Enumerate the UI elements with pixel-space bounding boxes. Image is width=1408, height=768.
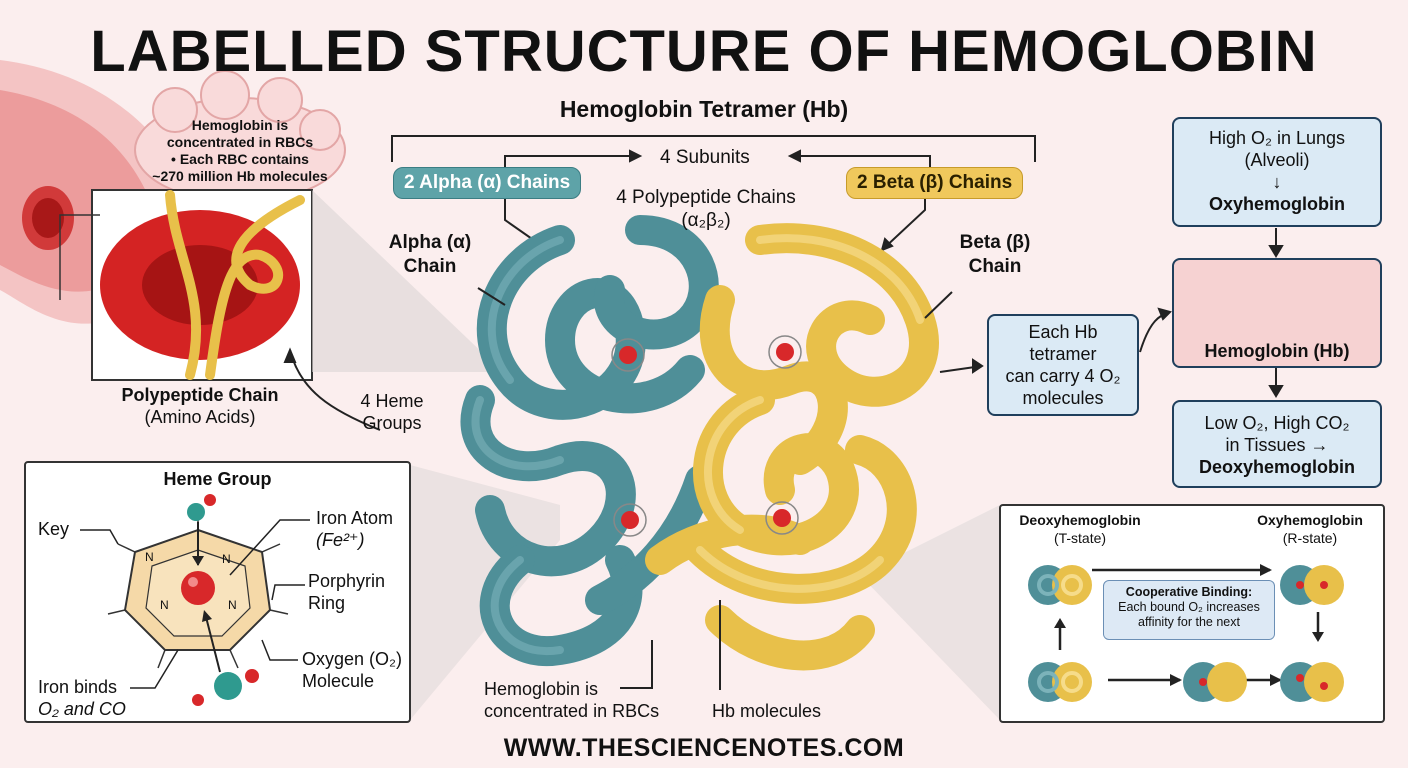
oxyhemoglobin-label: Oxyhemoglobin — [1208, 194, 1345, 214]
rbc-inset — [59, 189, 313, 381]
beta-chain-label-line2: Chain — [968, 256, 1022, 277]
polypeptide-chains-label: 4 Polypeptide Chains — [616, 187, 796, 208]
tissues-box: Low O₂, High CO₂ in Tissues → Deoxyhemog… — [1172, 400, 1382, 488]
amino-acids-label: (Amino Acids) — [144, 407, 256, 427]
lungs-box: High O₂ in Lungs (Alveoli) ↓ Oxyhemoglob… — [1172, 117, 1382, 227]
rbc-note-line1: Hemoglobin is — [191, 117, 289, 133]
carry-line4: molecules — [1022, 388, 1104, 408]
projection-shade — [312, 190, 490, 372]
arrow-down-icon: ↓ — [1272, 172, 1282, 192]
hemoglobin-hb-label: Hemoglobin (Hb) — [1204, 341, 1350, 361]
lungs-line1: High O₂ in Lungs — [1208, 128, 1346, 148]
porphyrin-label-line2: Ring — [308, 593, 346, 613]
lungs-line2: (Alveoli) — [1244, 150, 1310, 170]
carry-line3: can carry 4 O₂ — [1005, 366, 1121, 386]
hb-molecules-label: Hb molecules — [712, 701, 822, 721]
bottom-rbc-label-line1: Hemoglobin is — [484, 679, 599, 699]
beta-chains-pill: 2 Beta (β) Chains — [846, 167, 1024, 199]
heme-groups-label-line1: 4 Heme — [360, 391, 424, 411]
coop-title: Cooperative Binding: — [1125, 585, 1253, 599]
oxygen-label-line1: Oxygen (O₂) — [302, 649, 403, 669]
hemoglobin-box: Hemoglobin (Hb) — [1172, 258, 1382, 368]
heme-panel-title: Heme Group — [163, 469, 272, 489]
subunits-label: 4 Subunits — [660, 147, 750, 168]
iron-ion-label: (Fe²⁺) — [316, 530, 365, 550]
coop-deoxy-title: Deoxyhemoglobin — [1019, 512, 1141, 528]
carry-line2: tetramer — [1029, 344, 1097, 364]
iron-binds-label-line2: O₂ and CO — [38, 699, 126, 719]
rbc-note-line3: • Each RBC contains — [171, 151, 309, 167]
beta-chain-label-line1: Beta (β) — [959, 232, 1031, 253]
heme-sites — [611, 335, 802, 537]
rbc-note-line4: ~270 million Hb molecules — [152, 168, 328, 184]
polypeptide-formula: (α₂β₂) — [681, 210, 731, 231]
coop-oxy-state: (R-state) — [1282, 530, 1338, 546]
tetramer-heading: Hemoglobin Tetramer (Hb) — [559, 96, 849, 122]
coop-deoxy-state: (T-state) — [1053, 530, 1107, 546]
alpha-chain-label-line1: Alpha (α) — [388, 232, 472, 253]
rbc-note-line2: concentrated in RBCs — [166, 134, 314, 150]
rbc-cluster-bubble — [134, 70, 346, 203]
iron-atom-label: Iron Atom — [316, 508, 394, 528]
page-title: LABELLED STRUCTURE OF HEMOGLOBIN — [90, 19, 1318, 84]
alpha-chain-ribbon — [460, 215, 719, 667]
deoxyhemoglobin-label: Deoxyhemoglobin — [1198, 457, 1355, 477]
nitrogen-label: N — [222, 552, 231, 566]
alpha-chains-pill: 2 Alpha (α) Chains — [393, 167, 582, 199]
porphyrin-label-line1: Porphyrin — [308, 571, 386, 591]
footer-url: WWW.THESCIENCENOTES.COM — [503, 734, 905, 762]
carry-capacity-box: Each Hb tetramer can carry 4 O₂ molecule… — [987, 314, 1139, 416]
nitrogen-label: N — [160, 598, 169, 612]
heme-panel-frame — [24, 461, 411, 723]
cooperative-binding-note: Cooperative Binding: Each bound O₂ incre… — [1103, 580, 1275, 640]
heme-groups-label-line2: Groups — [362, 413, 422, 433]
polypeptide-chain-label: Polypeptide Chain — [121, 385, 279, 405]
coop-line2: affinity for the next — [1138, 615, 1240, 629]
carry-line1: Each Hb — [1028, 322, 1098, 342]
tissues-line2: in Tissues → — [1225, 435, 1329, 455]
rbc-note: Hemoglobin is concentrated in RBCs • Eac… — [140, 117, 340, 185]
nitrogen-label: N — [145, 550, 154, 564]
oxygen-label-line2: Molecule — [302, 671, 375, 691]
heme-key-label: Key — [38, 519, 70, 539]
coop-line1: Each bound O₂ increases — [1118, 600, 1260, 614]
coop-oxy-title: Oxyhemoglobin — [1257, 512, 1363, 528]
bottom-rbc-label-line2: concentrated in RBCs — [484, 701, 660, 721]
iron-binds-label-line1: Iron binds — [38, 677, 118, 697]
alpha-chain-label-line2: Chain — [403, 256, 457, 277]
nitrogen-label: N — [228, 598, 237, 612]
tissues-line1: Low O₂, High CO₂ — [1204, 413, 1350, 433]
